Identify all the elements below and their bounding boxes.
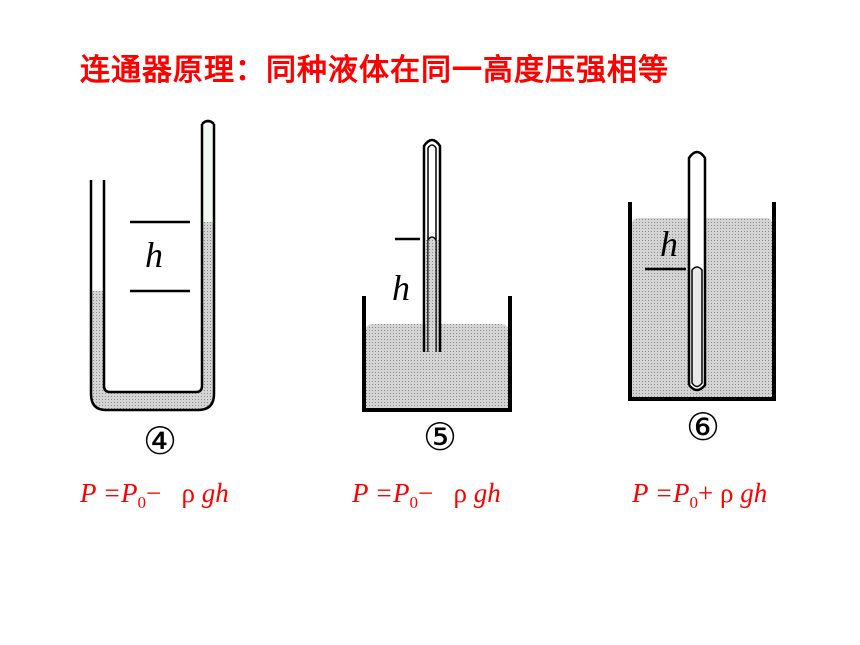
formula-5-op: − xyxy=(418,478,434,508)
formula-5-gh: gh xyxy=(473,478,501,508)
figure-5-h-label: h xyxy=(392,268,410,308)
formula-6-rho: ρ xyxy=(719,478,734,508)
figure-6-container: h ⑥ xyxy=(628,150,776,449)
figure-5-column-meniscus xyxy=(427,236,437,241)
formula-6-gh: gh xyxy=(740,478,768,508)
formula-6-sub: 0 xyxy=(689,493,699,512)
formula-4-gh: gh xyxy=(201,478,229,508)
formula-6-eq: = xyxy=(654,478,673,508)
figure-4-tube-tint xyxy=(202,124,214,222)
figure-6-liquid-column xyxy=(691,266,703,388)
formula-4-rho: ρ xyxy=(181,478,195,508)
formula-6-p: P xyxy=(632,478,649,508)
page-title: 连通器原理：同种液体在同一高度压强相等 xyxy=(80,53,669,88)
formula-4-op: − xyxy=(146,478,162,508)
formula-5-eq: = xyxy=(374,478,393,508)
formula-6-op: + xyxy=(698,478,714,508)
figure-5-beaker: h ⑤ xyxy=(362,138,512,459)
formula-4-p: P xyxy=(80,478,97,508)
formula-5: P =P0− ρ gh xyxy=(352,478,501,513)
formula-4-eq: = xyxy=(102,478,121,508)
figure-4-closed-top xyxy=(201,119,215,125)
figure-6-container-wall xyxy=(628,202,776,401)
formula-5-rho: ρ xyxy=(453,478,467,508)
figure-6-number: ⑥ xyxy=(686,405,720,449)
formula-6: P =P0+ ρ gh xyxy=(632,478,767,513)
figure-4-inner-wall xyxy=(102,124,204,394)
formula-4: P =P0− ρ gh xyxy=(80,478,229,513)
figure-4-u-tube: h ④ xyxy=(89,119,216,463)
formula-5-sub: 0 xyxy=(409,493,419,512)
formula-5-p: P xyxy=(352,478,369,508)
figure-5-beaker-wall xyxy=(362,296,512,412)
figure-5-number: ⑤ xyxy=(423,415,457,459)
formula-5-p0: P xyxy=(393,478,410,508)
figure-5-liquid-column xyxy=(428,238,436,352)
figure-4-liquid xyxy=(91,222,214,410)
formula-4-p0: P xyxy=(121,478,138,508)
figure-5-tube-outer xyxy=(422,138,442,352)
figure-5-liquid xyxy=(366,324,508,410)
formula-4-sub: 0 xyxy=(137,493,147,512)
formula-6-p0: P xyxy=(673,478,690,508)
figure-4-number: ④ xyxy=(143,419,177,463)
figure-6-h-label: h xyxy=(660,224,678,264)
figure-4-outer-wall xyxy=(89,124,216,412)
figure-4-h-label: h xyxy=(145,235,163,275)
